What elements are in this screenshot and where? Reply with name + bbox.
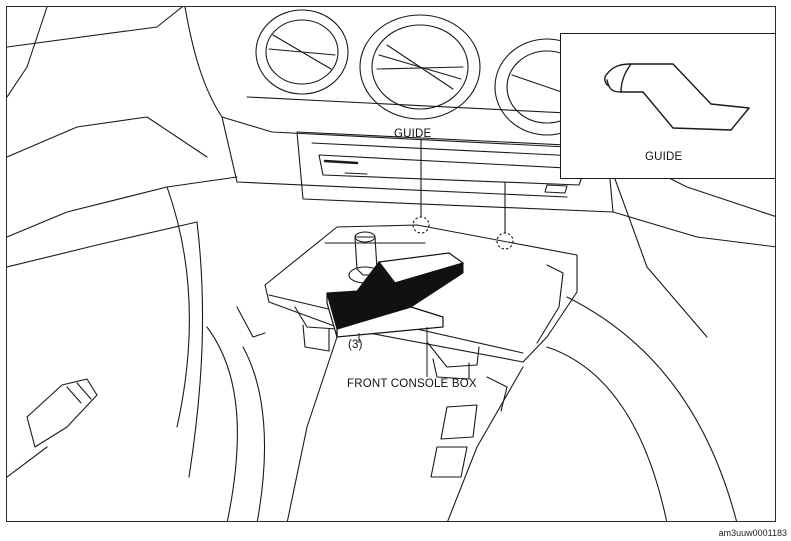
guide-profile-diagram xyxy=(604,63,750,131)
removal-arrow-icon xyxy=(326,252,465,338)
guide-label: GUIDE xyxy=(394,128,432,140)
air-vent-left xyxy=(255,9,349,95)
guide-inset-label: GUIDE xyxy=(645,151,683,163)
reference-id: am3uuw0001183 xyxy=(718,528,787,538)
guide-marker-right xyxy=(496,232,514,250)
guide-marker-left xyxy=(412,216,430,234)
guide-detail-inset: GUIDE xyxy=(560,33,775,179)
diagram-frame: GUIDE GUIDE (3) FRONT CONSOLE BOX xyxy=(6,6,776,522)
step-number-label: (3) xyxy=(348,339,363,351)
front-console-box-label: FRONT CONSOLE BOX xyxy=(347,378,477,390)
air-vent-center xyxy=(359,14,481,120)
